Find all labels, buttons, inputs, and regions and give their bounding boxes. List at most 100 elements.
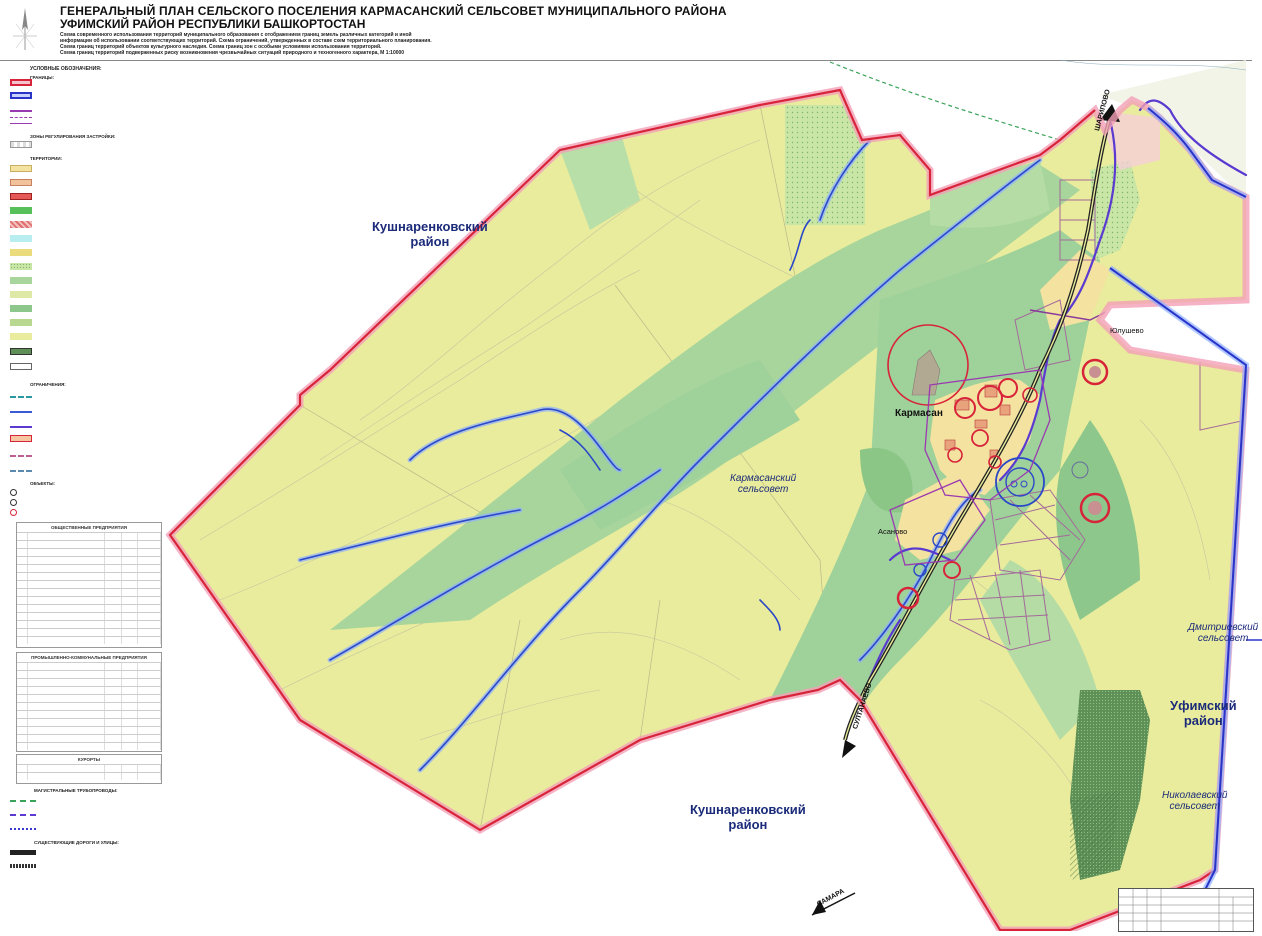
label-line: Кушнаренковский bbox=[690, 802, 806, 817]
legend-swatch bbox=[10, 809, 36, 816]
map-title-line2: УФИМСКИЙ РАЙОН РЕСПУБЛИКИ БАШКОРТОСТАН bbox=[60, 17, 366, 31]
label-line: район bbox=[410, 234, 450, 249]
legend-swatch bbox=[10, 795, 36, 802]
legend-swatch bbox=[10, 435, 32, 442]
subtitle-line: Схема современного использования террито… bbox=[60, 32, 412, 38]
legend-item bbox=[10, 290, 160, 299]
legend-item bbox=[10, 362, 160, 371]
legend-swatch bbox=[10, 105, 32, 112]
table-row bbox=[17, 588, 161, 596]
table-row bbox=[17, 564, 161, 572]
legend-swatch bbox=[10, 165, 32, 172]
table-row bbox=[17, 580, 161, 588]
label-line: район bbox=[728, 817, 768, 832]
legend-item bbox=[10, 498, 160, 507]
table-row bbox=[17, 548, 161, 556]
table-row bbox=[17, 772, 161, 780]
industrial-enterprises-table: ПРОМЫШЛЕННО-КОММУНАЛЬНЫЕ ПРЕДПРИЯТИЯ bbox=[16, 652, 162, 752]
legend-swatch bbox=[10, 179, 32, 186]
settlement-boundaries bbox=[889, 369, 1051, 566]
table-row bbox=[17, 718, 161, 726]
header-divider bbox=[0, 60, 1252, 61]
legend-item bbox=[10, 347, 160, 356]
label-line: сельсовет bbox=[737, 484, 789, 495]
rivers bbox=[297, 99, 1248, 773]
table-row bbox=[17, 532, 161, 540]
label-line: Дмитриевский bbox=[1188, 622, 1259, 633]
legend-item bbox=[10, 822, 160, 831]
title-block-stamp bbox=[1118, 888, 1254, 932]
table-row bbox=[17, 572, 161, 580]
legend-item bbox=[10, 220, 160, 229]
label-karmasan-council: Кармасанский сельсовет bbox=[730, 473, 796, 495]
legend-swatch bbox=[10, 509, 17, 516]
table-row bbox=[17, 710, 161, 718]
map-legend: УСЛОВНЫЕ ОБОЗНАЧЕНИЯ: ГРАНИЦЫ: ЗОНЫ РЕГУ… bbox=[4, 64, 162, 876]
legend-swatch bbox=[10, 363, 32, 370]
table-row bbox=[17, 686, 161, 694]
legend-item bbox=[10, 91, 160, 100]
north-arrow-icon bbox=[13, 8, 37, 50]
legend-section-borders: ГРАНИЦЫ: bbox=[30, 75, 55, 80]
label-village-yulushevo: Юлушево bbox=[1110, 326, 1144, 335]
subtitle-line: Схема границ территорий объектов культур… bbox=[60, 44, 382, 50]
subtitle-line: информации об использовании соответствую… bbox=[60, 38, 432, 44]
legend-swatch bbox=[10, 235, 32, 242]
table-row bbox=[17, 662, 161, 670]
legend-swatch bbox=[10, 348, 32, 355]
legend-item bbox=[10, 206, 160, 215]
legend-item bbox=[10, 192, 160, 201]
table-row bbox=[17, 742, 161, 750]
legend-swatch bbox=[10, 319, 32, 326]
label-village-karmasan: Кармасан bbox=[895, 408, 943, 419]
table-row bbox=[17, 764, 161, 772]
legend-swatch bbox=[10, 850, 36, 855]
legend-item bbox=[10, 318, 160, 327]
legend-swatch bbox=[10, 465, 32, 472]
map-header: ГЕНЕРАЛЬНЫЙ ПЛАН СЕЛЬСКОГО ПОСЕЛЕНИЯ КАР… bbox=[0, 0, 1262, 62]
legend-item bbox=[10, 78, 160, 87]
legend-item bbox=[10, 276, 160, 285]
legend-swatch bbox=[10, 333, 32, 340]
legend-swatch bbox=[10, 305, 32, 312]
legend-item bbox=[10, 104, 160, 113]
legend-item bbox=[10, 861, 160, 870]
label-line: Николаевский bbox=[1162, 790, 1228, 801]
table-row bbox=[17, 604, 161, 612]
legend-section-pipelines: МАГИСТРАЛЬНЫЕ ТРУБОПРОВОДЫ: bbox=[34, 788, 118, 793]
legend-swatch bbox=[10, 863, 36, 868]
map-title-line1: ГЕНЕРАЛЬНЫЙ ПЛАН СЕЛЬСКОГО ПОСЕЛЕНИЯ КАР… bbox=[60, 4, 727, 18]
legend-section-roads: СУЩЕСТВУЮЩИЕ ДОРОГИ И УЛИЦЫ: bbox=[34, 840, 119, 845]
table-title: ПРОМЫШЛЕННО-КОММУНАЛЬНЫЕ ПРЕДПРИЯТИЯ bbox=[31, 655, 147, 660]
legend-item bbox=[10, 449, 160, 458]
label-line: сельсовет bbox=[1197, 633, 1249, 644]
legend-swatch bbox=[10, 391, 32, 398]
subtitle-line: Схема границ территорий подверженных рис… bbox=[60, 50, 405, 56]
label-kushnarenkovsky-north: Кушнаренковский район bbox=[372, 219, 488, 249]
table-row bbox=[17, 734, 161, 742]
legend-swatch bbox=[10, 263, 32, 270]
table-row bbox=[17, 726, 161, 734]
table-title: ОБЩЕСТВЕННЫЕ ПРЕДПРИЯТИЯ bbox=[51, 525, 127, 530]
legend-item bbox=[10, 248, 160, 257]
table-row bbox=[17, 620, 161, 628]
legend-item bbox=[10, 464, 160, 473]
legend-item bbox=[10, 164, 160, 173]
label-line: сельсовет bbox=[1169, 801, 1220, 812]
stamp-grid bbox=[1119, 889, 1253, 931]
label-kushnarenkovsky-south: Кушнаренковский район bbox=[690, 802, 806, 832]
table-row bbox=[17, 628, 161, 636]
legend-item bbox=[10, 140, 160, 149]
table-row bbox=[17, 636, 161, 644]
resorts-table: КУРОРТЫ bbox=[16, 754, 162, 784]
legend-swatch bbox=[10, 277, 32, 284]
legend-section-restrictions: ОГРАНИЧЕНИЯ: bbox=[30, 382, 66, 387]
table-title: КУРОРТЫ bbox=[77, 757, 101, 762]
land-use-layers bbox=[199, 104, 1246, 880]
legend-swatch bbox=[10, 193, 32, 200]
legend-item bbox=[10, 794, 160, 803]
legend-item bbox=[10, 178, 160, 187]
legend-section-zones: ЗОНЫ РЕГУЛИРОВАНИЯ ЗАСТРОЙКИ: bbox=[30, 134, 116, 139]
legend-item bbox=[10, 332, 160, 341]
